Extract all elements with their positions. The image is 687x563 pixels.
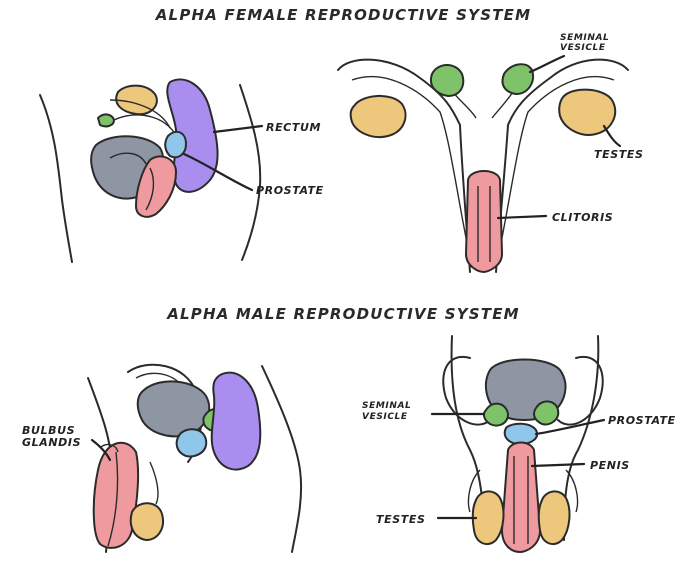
male-rectum [212, 373, 261, 470]
bulbus-label-line2: GLANDIS [22, 436, 81, 449]
male-prostate-label: PROSTATE [608, 414, 676, 427]
male-front-seminal-vesicle-left [484, 404, 508, 426]
female-testes-leader-line [604, 126, 620, 146]
male-testis-side [131, 503, 163, 540]
female-front-view: SEMINAL VESICLE TESTES CLITORIS [338, 33, 643, 272]
female-front-testis-right [559, 90, 615, 135]
female-seminal-label-line1: SEMINAL [560, 33, 609, 43]
rectum-label: RECTUM [266, 121, 321, 134]
male-seminal-label-line1: SEMINAL [362, 401, 411, 411]
female-front-seminal-vesicle-left [431, 65, 463, 96]
male-penis-side [94, 443, 138, 548]
penis-leader-line [532, 464, 584, 466]
male-bladder [138, 381, 209, 436]
female-seminal-leader-line [530, 56, 564, 72]
female-front-seminal-vesicle-right [503, 64, 534, 94]
female-seminal-vesicle [98, 114, 114, 126]
female-seminal-label-line2: VESICLE [560, 43, 606, 53]
male-front-seminal-vesicle-right [534, 401, 558, 424]
male-testes-label: TESTES [376, 513, 425, 526]
male-seminal-label-line2: VESICLE [362, 412, 408, 422]
female-front-testis-left [351, 96, 406, 137]
clitoris-leader-line [498, 216, 546, 218]
female-front-clitoris [466, 171, 502, 272]
male-prostate-side [177, 429, 207, 456]
male-front-testis-left [473, 491, 504, 544]
male-front-penis [502, 443, 540, 553]
male-front-prostate [505, 424, 537, 444]
male-front-testis-right [539, 491, 570, 544]
male-front-view: SEMINAL VESICLE PROSTATE PENIS TESTES [362, 336, 676, 552]
female-prostate [165, 132, 186, 157]
female-side-view: RECTUM PROSTATE [40, 80, 324, 262]
female-prostate-label: PROSTATE [256, 184, 324, 197]
clitoris-label: CLITORIS [552, 211, 613, 224]
female-testes-label: TESTES [594, 148, 643, 161]
male-side-view: BULBUS GLANDIS [22, 365, 301, 552]
penis-label: PENIS [590, 459, 630, 472]
